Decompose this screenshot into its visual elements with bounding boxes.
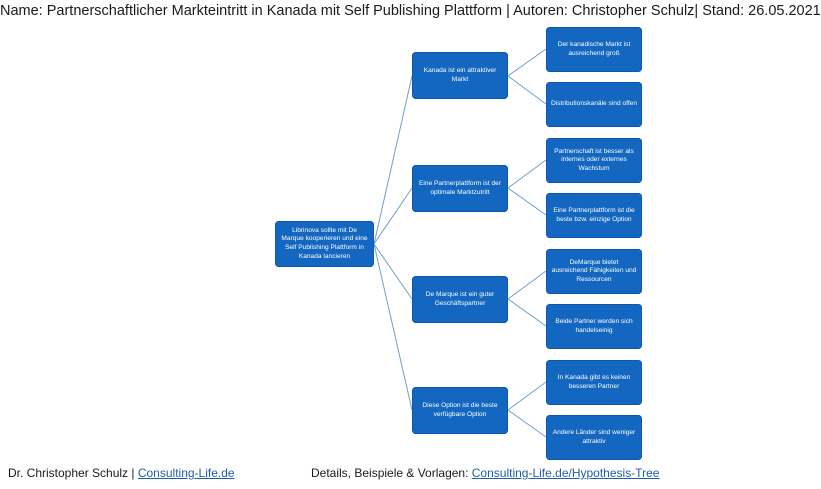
connector-b1-c1	[507, 48, 547, 77]
leaf-node-3-2: Beide Partner werden sich handelseinig	[546, 304, 642, 349]
connector-root-b4	[373, 243, 413, 411]
connector-b3-c2	[507, 298, 547, 327]
leaf-node-1-1: Der kanadische Markt ist ausreichend gro…	[546, 27, 642, 72]
branch-node-2: Eine Partnerplattform ist der optimale M…	[412, 165, 508, 212]
footer-details: Details, Beispiele & Vorlagen: Consultin…	[311, 466, 659, 480]
connector-b4-c2	[507, 409, 547, 438]
connector-root-b1	[373, 75, 413, 245]
connector-b1-c2	[507, 75, 547, 105]
footer-details-link[interactable]: Consulting-Life.de/Hypothesis-Tree	[471, 466, 660, 480]
connector-b2-c2	[507, 187, 547, 216]
connector-b3-c1	[507, 270, 547, 300]
connector-b4-c1	[507, 381, 547, 411]
branch-node-1: Kanada ist ein attraktiver Markt	[412, 52, 508, 99]
branch-node-3: De Marque ist ein guter Geschäftspartner	[412, 276, 508, 323]
leaf-node-4-2: Andere Länder sind weniger attraktiv	[546, 415, 642, 460]
leaf-node-3-1: DeMarque bietet ausreichend Fähigkeiten …	[546, 249, 642, 294]
tree-connectors	[373, 48, 547, 438]
connector-root-b3	[373, 243, 413, 300]
connector-b2-c1	[507, 159, 547, 189]
footer-author: Dr. Christopher Schulz | Consulting-Life…	[8, 466, 235, 480]
root-hypothesis-node: Librinova sollte mit De Marque kooperier…	[275, 221, 374, 267]
footer-author-link[interactable]: Consulting-Life.de	[137, 466, 235, 480]
branch-node-4: Diese Option ist die beste verfügbare Op…	[412, 387, 508, 434]
leaf-node-1-2: Distributionskanäle sind offen	[546, 82, 642, 127]
page-title: Name: Partnerschaftlicher Markteintritt …	[0, 3, 821, 19]
footer-author-text: Dr. Christopher Schulz |	[8, 466, 138, 480]
connector-root-b2	[373, 187, 413, 245]
leaf-node-2-1: Partnerschaft ist besser als internes od…	[546, 138, 642, 183]
leaf-node-2-2: Eine Partnerplattform ist die beste bzw.…	[546, 193, 642, 238]
leaf-node-4-1: In Kanada gibt es keinen besseren Partne…	[546, 360, 642, 405]
footer-details-text: Details, Beispiele & Vorlagen:	[311, 466, 472, 480]
